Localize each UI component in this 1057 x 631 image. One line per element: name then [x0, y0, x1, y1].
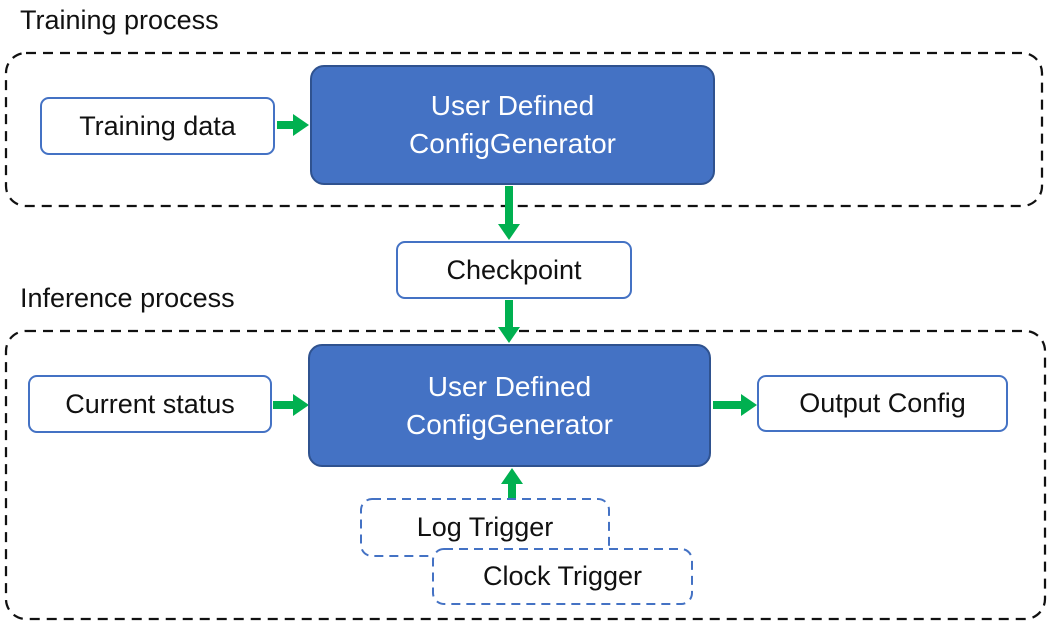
training-data-label: Training data [79, 110, 236, 141]
training-process-label: Training process [20, 5, 219, 35]
current-status-label: Current status [65, 388, 235, 419]
inference-generator-line2: ConfigGenerator [405, 408, 613, 440]
inference-config-generator-node: User Defined ConfigGenerator [308, 344, 711, 467]
inference-process-container [4, 329, 1047, 621]
arrow-current-status-to-generator [273, 394, 309, 416]
checkpoint-node: Checkpoint [396, 241, 632, 299]
log-trigger-node: Log Trigger [361, 499, 609, 556]
arrow-checkpoint-to-inference-generator [498, 300, 520, 343]
log-trigger-text: Log Trigger [416, 512, 554, 542]
inference-process-label: Inference process [20, 283, 235, 313]
inference-generator-line1: User Defined [427, 370, 592, 402]
arrow-log-trigger-to-generator [501, 468, 523, 498]
training-process-container [4, 51, 1044, 208]
arrow-generator-to-output-config [713, 394, 757, 416]
training-generator-line2: ConfigGenerator [408, 128, 616, 159]
output-config-label: Output Config [799, 388, 966, 418]
arrow-generator-to-checkpoint [498, 186, 520, 240]
training-generator-line1: User Defined [430, 90, 595, 121]
training-config-generator-node: User Defined ConfigGenerator [310, 65, 715, 185]
arrow-training-data-to-generator [277, 114, 309, 136]
output-config-node: Output Config [757, 375, 1008, 432]
training-data-node: Training data [40, 97, 275, 155]
checkpoint-label: Checkpoint [446, 254, 582, 285]
clock-trigger-node: Clock Trigger [433, 549, 692, 604]
current-status-node: Current status [28, 375, 272, 433]
clock-trigger-text: Clock Trigger [482, 561, 643, 591]
clock-trigger-box [432, 548, 693, 605]
